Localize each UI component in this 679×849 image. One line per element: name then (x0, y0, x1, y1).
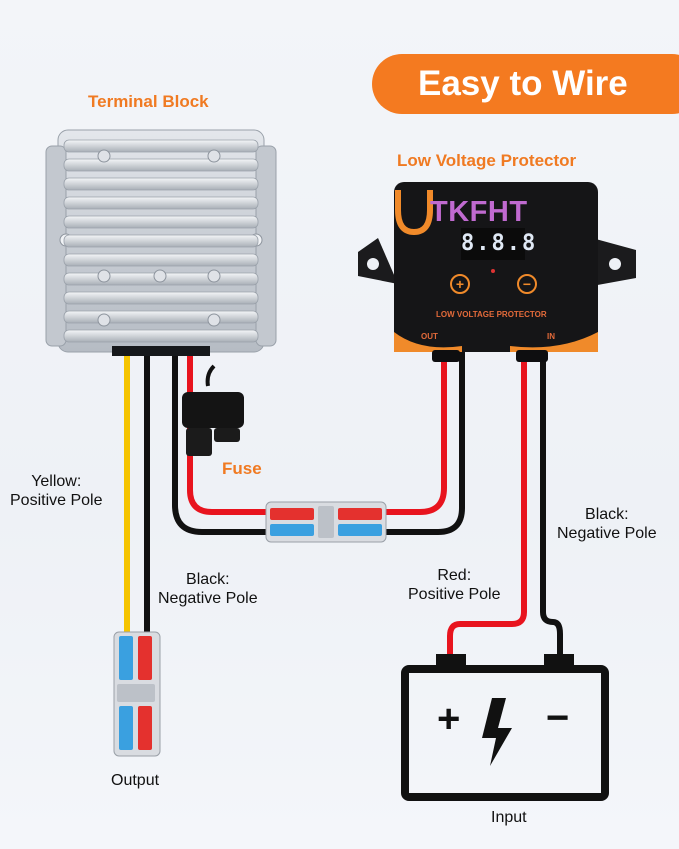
heatsink-fin (63, 329, 259, 343)
heatsink-fin (63, 177, 259, 191)
screw-icon (97, 149, 111, 163)
protector-in-port-label: IN (547, 332, 555, 341)
red-desc: Positive Pole (408, 586, 501, 603)
red-title: Red: (437, 567, 472, 584)
screw-icon (207, 313, 221, 327)
black-wire-loop (172, 352, 465, 535)
black-left-desc: Negative Pole (158, 590, 258, 607)
heatsink-fin (63, 158, 259, 172)
output-lever-connector (113, 631, 161, 757)
screw-icon (207, 269, 221, 283)
black-left-title: Black: (186, 571, 230, 588)
heatsink-fin (63, 215, 259, 229)
label-output: Output (111, 772, 160, 789)
label-low-voltage-protector: Low Voltage Protector (397, 151, 577, 170)
battery-minus-sign: − (546, 696, 570, 740)
heatsink-fin (63, 253, 259, 267)
red-wire-loop (187, 352, 447, 515)
screw-icon (153, 269, 167, 283)
heatsink-fin (63, 234, 259, 248)
battery-icon (401, 654, 609, 801)
screw-icon (97, 269, 111, 283)
protector-panel-label: LOW VOLTAGE PROTECTOR (436, 310, 547, 319)
label-fuse: Fuse (222, 459, 262, 478)
protector-brand: TKFHT (430, 196, 528, 228)
title-banner: Easy to Wire (372, 54, 679, 114)
input-black-wire (540, 350, 563, 660)
black-right-desc: Negative Pole (557, 525, 657, 542)
low-voltage-protector (358, 182, 636, 362)
label-input: Input (491, 809, 527, 826)
banner-title: Easy to Wire (418, 64, 628, 103)
label-red-positive: Red: Positive Pole (408, 566, 501, 604)
terminal-block (45, 129, 277, 356)
lightning-icon (482, 698, 512, 766)
protector-minus-button[interactable]: − (522, 276, 532, 292)
battery-plus-sign: + (437, 697, 461, 741)
middle-lever-connector (265, 501, 387, 543)
protector-out-port-label: OUT (421, 332, 438, 341)
heatsink-fin (63, 291, 259, 305)
label-yellow-positive: Yellow: Positive Pole (10, 472, 103, 510)
input-red-wire (447, 350, 527, 660)
yellow-title: Yellow: (31, 473, 82, 490)
protector-display: 8.8.8 (461, 228, 535, 260)
heatsink-fin (63, 310, 259, 324)
label-black-negative-right: Black: Negative Pole (557, 505, 657, 543)
heatsink-fin (63, 139, 259, 153)
label-terminal-block: Terminal Block (88, 92, 209, 111)
yellow-desc: Positive Pole (10, 492, 103, 509)
black-right-title: Black: (585, 506, 629, 523)
heatsink-fin (63, 196, 259, 210)
protector-plus-button[interactable]: + (455, 276, 465, 292)
screw-icon (207, 149, 221, 163)
fuse-holder (182, 364, 244, 456)
screw-icon (97, 313, 111, 327)
label-black-negative-left: Black: Negative Pole (158, 570, 258, 608)
